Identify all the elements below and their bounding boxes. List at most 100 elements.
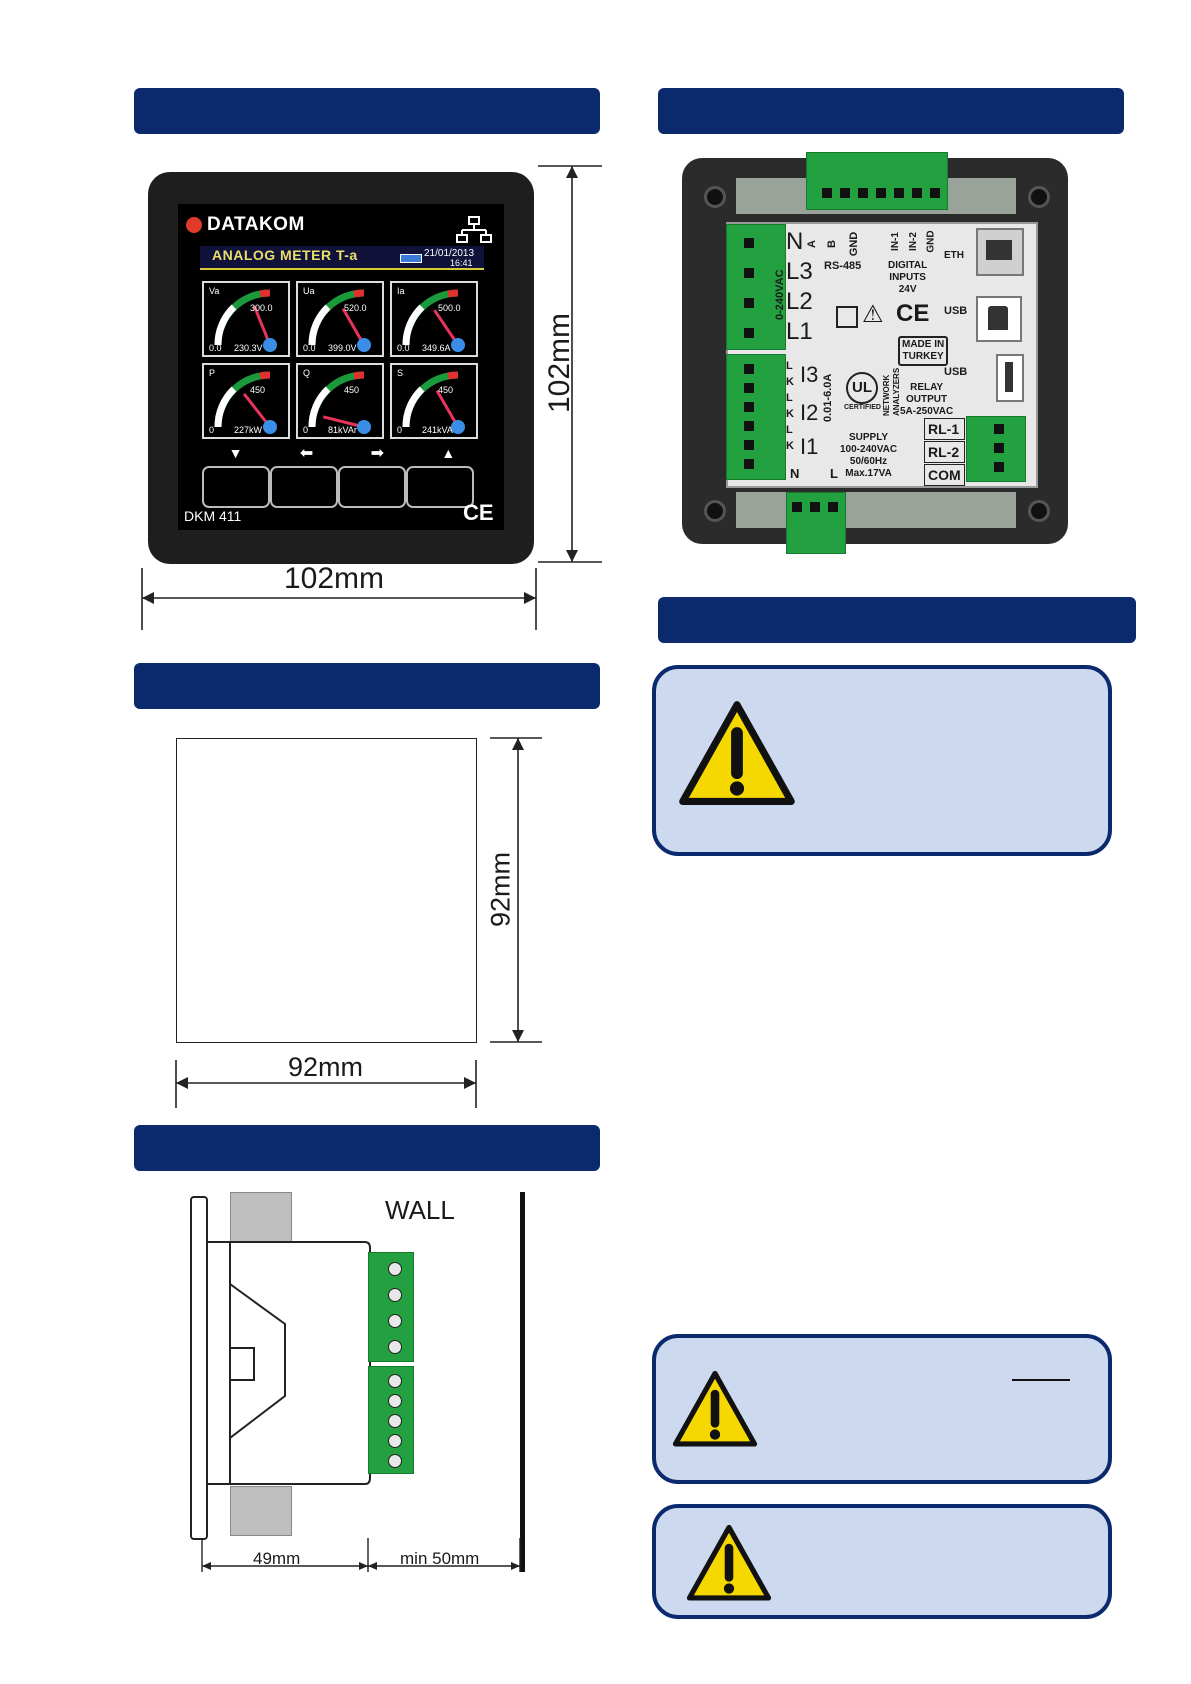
supply-line: 50/60Hz — [849, 456, 888, 467]
gauge-needle — [341, 307, 366, 346]
datakom-logo-icon — [186, 217, 202, 233]
ethernet-port-icon — [986, 240, 1012, 260]
terminal-screw-icon — [388, 1434, 402, 1448]
gauge-1: Va 300.0 0.0 230.3V — [202, 281, 290, 357]
connector-pin — [744, 298, 754, 308]
made-in-line: TURKEY — [902, 351, 944, 362]
voltage-range-label: 0-240VAC — [774, 269, 786, 320]
terminal-screw-icon — [388, 1288, 402, 1302]
front-dimension-lines — [141, 165, 602, 630]
cutout-dimension-lines — [175, 737, 542, 1108]
gauge-hub — [451, 338, 465, 352]
gauge-hub — [357, 420, 371, 434]
connector-pin — [744, 421, 754, 431]
digital-inputs-line: DIGITAL — [888, 260, 928, 271]
gauge-dial — [214, 289, 277, 352]
gauge-value: 227kW — [234, 425, 263, 435]
connector-pin — [810, 502, 820, 512]
gauge-max: 450 — [438, 385, 454, 395]
terminal-label-l2: L2 — [786, 288, 813, 315]
rs485-label: RS-485 — [824, 260, 862, 272]
warning-triangle-icon — [678, 700, 796, 811]
gauge-dial — [402, 371, 465, 434]
left-arrow-icon: ⬅ — [299, 445, 314, 462]
gauge-min: 0.0 — [209, 343, 222, 353]
supply-line: SUPPLY — [848, 432, 889, 443]
gauge-hub — [263, 420, 277, 434]
network-icon — [456, 216, 492, 243]
connector-pin — [828, 502, 838, 512]
terminal-screw-icon — [388, 1262, 402, 1276]
connector-pin — [912, 188, 922, 198]
supply-line: Max.17VA — [845, 468, 892, 479]
gauge-min: 0 — [303, 425, 309, 435]
gauge-label: Va — [209, 286, 220, 296]
screen-time: 16:41 — [450, 258, 473, 268]
current-input-i3: I3 — [800, 362, 819, 387]
gauge-label: Ia — [397, 286, 405, 296]
supply-terminal-l: L — [830, 466, 838, 481]
eth-label: ETH — [944, 250, 964, 261]
terminal-label-l3: L3 — [786, 258, 813, 285]
button-arrow-strip: ▼ ⬅ ➡ ▲ — [200, 443, 484, 463]
gauge-needle — [435, 389, 460, 428]
made-in-line: MADE IN — [902, 339, 945, 350]
gauge-max: 300.0 — [250, 303, 273, 313]
ethernet-port — [976, 228, 1024, 276]
lk-label: K — [786, 440, 794, 452]
gauge-value: 349.6A — [422, 343, 451, 353]
terminal-label-l1: L1 — [786, 318, 813, 345]
usb-b-port — [976, 296, 1022, 342]
terminal-screw-icon — [388, 1394, 402, 1408]
gauge-value: 230.3V — [234, 343, 263, 353]
gauge-min: 0 — [209, 425, 215, 435]
gauge-label: P — [209, 368, 216, 378]
front-button-down[interactable] — [202, 466, 270, 508]
gauge-value: 399.0V — [328, 343, 357, 353]
usb-label-2: USB — [944, 366, 968, 378]
front-bezel-side — [190, 1196, 208, 1540]
usb-b-port-icon — [988, 306, 1008, 330]
connector-pin — [840, 188, 850, 198]
underline-mark — [1012, 1379, 1070, 1381]
lk-label: L — [786, 360, 793, 372]
brand-logo: DATAKOM — [186, 213, 305, 237]
gauge-min: 0 — [397, 425, 403, 435]
warning-triangle-icon — [686, 1524, 772, 1606]
usb-a-port-icon — [1005, 362, 1013, 392]
section-header-panel-cutout — [134, 663, 600, 709]
connector-pin — [744, 459, 754, 469]
mounting-clip-top — [230, 1192, 292, 1242]
clearance-dimension: min 50mm — [400, 1549, 480, 1568]
relay-pin-rl2: RL-2 — [924, 441, 965, 463]
lk-labels: L K L K L K — [786, 358, 794, 454]
connector-pin — [822, 188, 832, 198]
usb-a-port — [996, 354, 1024, 402]
terminal-screw-icon — [388, 1454, 402, 1468]
connector-pin — [744, 238, 754, 248]
section-header-front-view — [134, 88, 600, 134]
screw-hole-icon — [704, 186, 726, 208]
front-button-left[interactable] — [270, 466, 338, 508]
connector-pin — [744, 440, 754, 450]
wall-line — [520, 1192, 525, 1572]
front-button-right[interactable] — [338, 466, 406, 508]
gauge-value: 81kVAr — [328, 425, 357, 435]
network-analyzers-line: NETWORK — [882, 374, 891, 416]
battery-icon — [400, 254, 422, 263]
ul-logo-icon: UL — [846, 372, 878, 404]
relay-pin-rl1: RL-1 — [924, 418, 965, 440]
mounting-clip-bottom — [230, 1486, 292, 1536]
rs485-pin-b: B — [825, 240, 838, 248]
depth-dimension: 49mm — [253, 1549, 301, 1568]
connector-pin — [994, 424, 1004, 434]
gauge-dial — [308, 371, 371, 434]
screw-hole-icon — [1028, 500, 1050, 522]
made-in-badge: MADE IN TURKEY — [898, 336, 949, 366]
terminal-screw-icon — [388, 1414, 402, 1428]
front-button-up[interactable] — [406, 466, 474, 508]
gauge-hub — [357, 338, 371, 352]
